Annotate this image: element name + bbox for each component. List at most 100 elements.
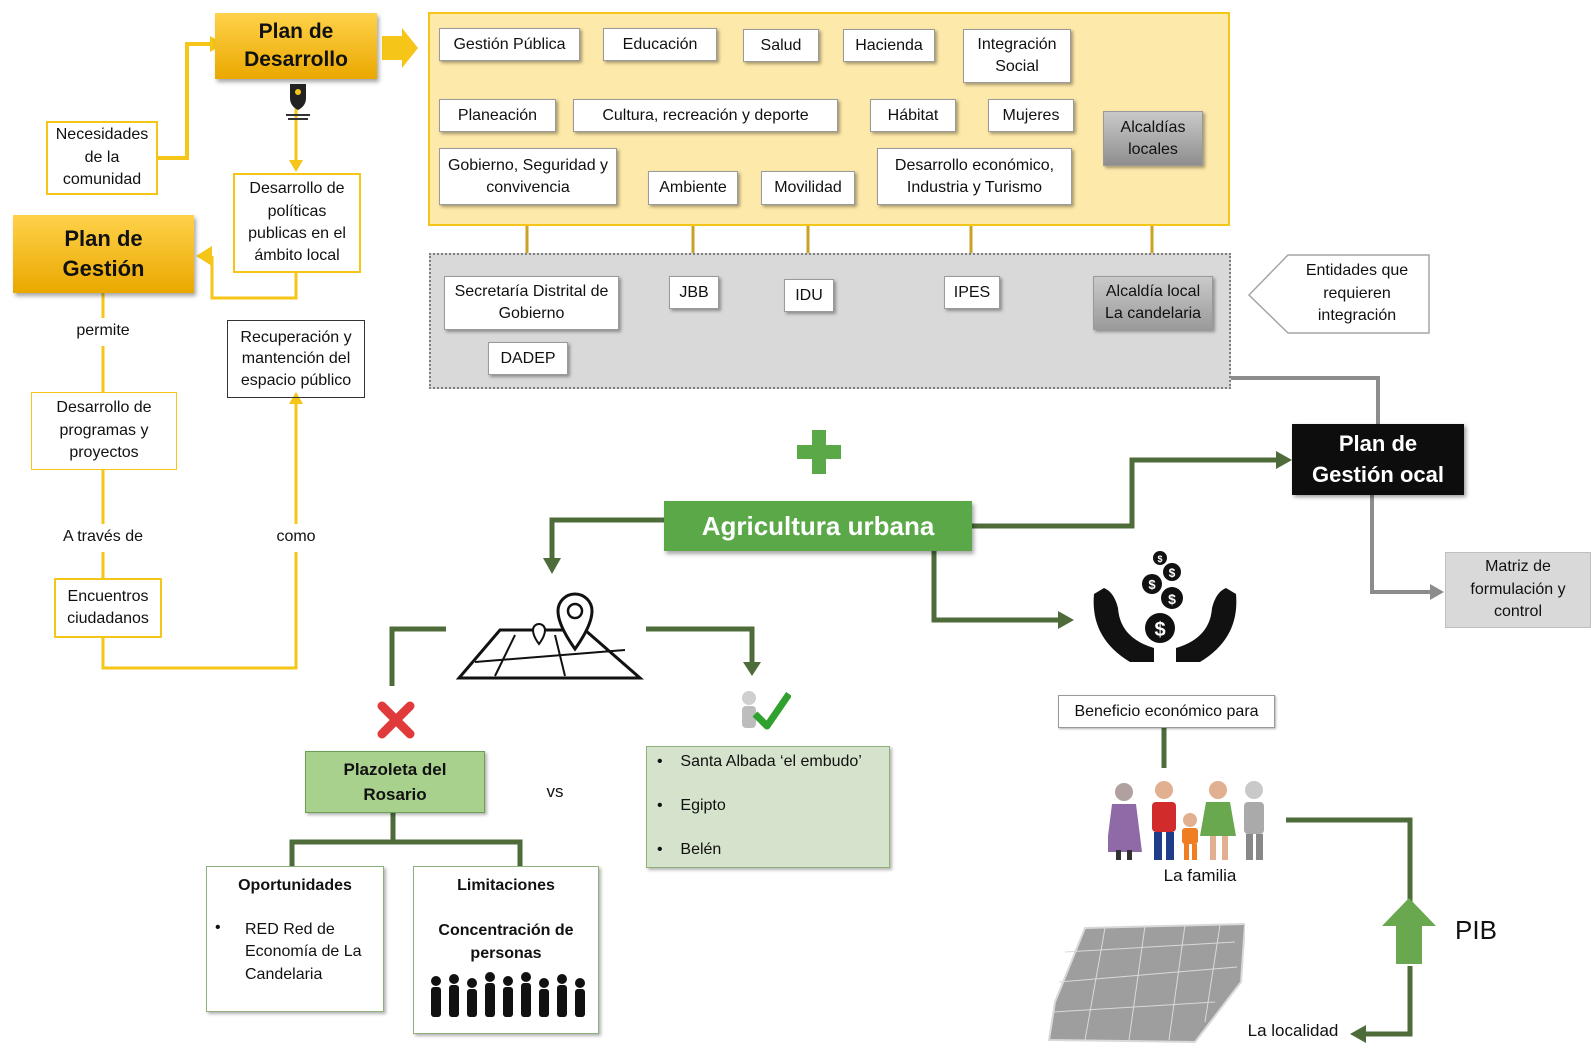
beneficio-box: Beneficio económico para <box>1058 695 1275 728</box>
limitaciones-box: Limitaciones Concentración de personas <box>413 866 599 1034</box>
entidad-alcaldia-candelaria-label: Alcaldía local La candelaria <box>1104 283 1202 322</box>
localidad-label: La localidad <box>1247 1021 1339 1040</box>
sector-desarrollo-economico-label: Desarrollo económico, Industria y Turism… <box>894 156 1055 196</box>
entidad-alcaldia-candelaria: Alcaldía local La candelaria <box>1093 276 1213 330</box>
desarrollo-programas-label: Desarrollo de programas y proyectos <box>56 399 152 462</box>
matriz-box: Matriz de formulación y control <box>1445 552 1591 628</box>
sector-cultura-label: Cultura, recreación y deporte <box>602 106 809 124</box>
sector-salud-label: Salud <box>760 36 802 54</box>
como-label: como <box>276 528 316 545</box>
sector-educacion: Educación <box>603 28 717 61</box>
recuperacion-label: Recuperación y mantención del espacio pú… <box>240 328 352 389</box>
entidad-idu: IDU <box>784 279 834 312</box>
sector-cultura: Cultura, recreación y deporte <box>573 99 838 132</box>
entidad-ipes-label: IPES <box>953 283 991 301</box>
entidades-callout-shape <box>1248 254 1430 334</box>
sector-planeacion: Planeación <box>439 99 556 132</box>
oportunidades-box: Oportunidades • RED Red de Economía de L… <box>206 866 384 1012</box>
svg-text:$: $ <box>1148 577 1156 592</box>
plazoleta-label: Plazoleta del Rosario <box>343 759 447 805</box>
crowd-icon <box>431 972 585 1017</box>
limitaciones-title: Limitaciones <box>457 877 555 894</box>
permite-label: permite <box>76 322 130 339</box>
entidad-dadep-label: DADEP <box>500 349 556 367</box>
sector-movilidad-label: Movilidad <box>774 179 842 197</box>
entidades-integracion-label: Entidades que requieren integración <box>1305 262 1409 325</box>
plan-gestion-box: Plan de Gestión <box>13 215 194 293</box>
sector-alcaldias-locales-label: Alcaldías locales <box>1120 118 1186 158</box>
vs-label: vs <box>546 782 564 801</box>
familia-label: La familia <box>1163 866 1237 885</box>
bullet: • <box>215 919 221 936</box>
sector-gestion-publica-label: Gestión Pública <box>453 35 566 53</box>
sector-ambiente-label: Ambiente <box>659 179 727 197</box>
desarrollo-programas-box: Desarrollo de programas y proyectos <box>31 392 177 470</box>
sector-ambiente: Ambiente <box>648 171 738 205</box>
sector-hacienda-label: Hacienda <box>855 36 923 54</box>
oportunidades-item: RED Red de Economía de La Candelaria <box>245 921 362 983</box>
svg-text:$: $ <box>1154 619 1165 641</box>
pib-label: PIB <box>1455 915 1497 945</box>
lugar-item: • Santa Albada ‘el embudo’ <box>657 753 862 770</box>
sector-educacion-label: Educación <box>622 35 698 53</box>
a-traves-de-label: A través de <box>62 528 144 545</box>
plan-desarrollo-label: Plan de Desarrollo <box>244 19 348 71</box>
lugar-egipto: Egipto <box>680 797 726 814</box>
agricultura-urbana-label: Agricultura urbana <box>701 510 935 541</box>
sector-alcaldias-locales: Alcaldías locales <box>1103 111 1203 166</box>
lugar-santa-albada: Santa Albada ‘el embudo’ <box>680 753 862 770</box>
lugar-item: • Belén <box>657 841 722 858</box>
localidad-map-icon <box>1047 922 1245 1044</box>
sector-planeacion-label: Planeación <box>457 106 538 124</box>
desarrollo-politicas-box: Desarrollo de políticas publicas en el á… <box>233 173 361 273</box>
svg-text:$: $ <box>1169 566 1176 580</box>
family-icon <box>1108 781 1264 860</box>
entidad-jbb-label: JBB <box>679 283 709 301</box>
matriz-label: Matriz de formulación y control <box>1470 558 1566 621</box>
alcaldia-bogota-logo-icon <box>286 84 310 120</box>
sector-movilidad: Movilidad <box>761 171 855 205</box>
oportunidades-title: Oportunidades <box>238 877 352 894</box>
svg-text:$: $ <box>1168 591 1176 607</box>
person-check-icon <box>742 691 791 730</box>
entidad-secretaria: Secretaría Distrital de Gobierno <box>444 276 619 330</box>
sector-integracion-social: Integración Social <box>963 29 1071 83</box>
entidad-dadep: DADEP <box>488 342 568 375</box>
sector-habitat: Hábitat <box>870 99 956 132</box>
sector-hacienda: Hacienda <box>843 29 935 62</box>
plan-gestion-local-box: Plan de Gestión ocal <box>1292 424 1464 495</box>
svg-text:$: $ <box>1157 554 1162 564</box>
pib-up-arrow-icon <box>1382 898 1436 964</box>
entidad-jbb: JBB <box>669 276 719 309</box>
entidad-secretaria-label: Secretaría Distrital de Gobierno <box>454 283 609 322</box>
necesidades-label: Necesidades de la comunidad <box>55 126 149 189</box>
sector-mujeres: Mujeres <box>988 99 1074 132</box>
plazoleta-box: Plazoleta del Rosario <box>305 751 485 813</box>
cross-icon <box>377 701 415 739</box>
lugar-item: • Egipto <box>657 797 726 814</box>
encuentros-box: Encuentros ciudadanos <box>54 578 162 638</box>
sector-habitat-label: Hábitat <box>887 106 939 124</box>
recuperacion-box: Recuperación y mantención del espacio pú… <box>227 320 365 398</box>
plan-gestion-label: Plan de Gestión <box>62 226 145 281</box>
encuentros-label: Encuentros ciudadanos <box>67 587 149 627</box>
sector-gobierno-label: Gobierno, Seguridad y convivencia <box>447 156 609 196</box>
entidad-idu-label: IDU <box>795 286 823 304</box>
sector-gestion-publica: Gestión Pública <box>439 28 580 61</box>
sector-gobierno: Gobierno, Seguridad y convivencia <box>439 148 617 205</box>
plan-gestion-local-label: Plan de Gestión ocal <box>1311 430 1445 487</box>
limitaciones-text: Concentración de personas <box>438 922 574 963</box>
plus-icon <box>797 430 841 474</box>
map-pin-icon <box>455 592 644 680</box>
entidad-ipes: IPES <box>944 276 1000 309</box>
lugar-belen: Belén <box>680 841 722 858</box>
plan-desarrollo-box: Plan de Desarrollo <box>215 13 377 79</box>
desarrollo-politicas-label: Desarrollo de políticas publicas en el á… <box>248 180 346 265</box>
sector-salud: Salud <box>743 29 819 62</box>
agricultura-urbana-box: Agricultura urbana <box>664 501 972 551</box>
money-hands-icon: $$$$$ <box>1093 551 1237 662</box>
necesidades-box: Necesidades de la comunidad <box>46 121 158 195</box>
lugares-box: • Santa Albada ‘el embudo’ • Egipto • Be… <box>646 746 890 868</box>
sector-integracion-social-label: Integración Social <box>977 36 1057 75</box>
